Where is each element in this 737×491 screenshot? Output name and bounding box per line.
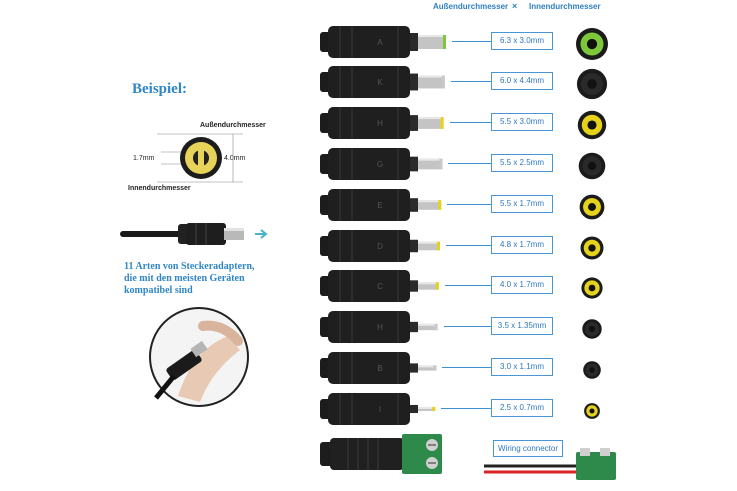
adapter-size-label: 4.8 x 1.7mm	[491, 236, 553, 254]
adapter-letter: C	[377, 282, 383, 291]
header-inner-label: Innendurchmesser	[529, 2, 601, 11]
description-line-1: 11 Arten von Steckeradaptern,	[124, 261, 255, 272]
adapter-plug-icon: K	[320, 66, 445, 98]
adapter-plug-icon: G	[320, 148, 443, 180]
adapter-row: G 5.5 x 2.5mm	[318, 146, 618, 182]
description-line-2: die mit den meisten Geräten	[124, 273, 245, 284]
adapter-end-view-icon	[582, 319, 602, 339]
adapter-row: E 5.5 x 1.7mm	[318, 187, 618, 223]
adapter-link-line	[444, 285, 494, 286]
adapter-link-line	[447, 204, 494, 205]
wiring-connector-adapter	[320, 434, 442, 474]
example-diameter-diagram	[157, 133, 243, 183]
adapter-link-line	[446, 245, 494, 246]
wiring-connector-wires	[484, 448, 616, 480]
adapter-row: H 5.5 x 3.0mm	[318, 105, 618, 141]
adapter-plug-icon: E	[320, 189, 442, 221]
adapter-end-view-icon	[576, 68, 608, 100]
adapter-size-label: 5.5 x 3.0mm	[491, 113, 553, 131]
adapter-link-line	[442, 367, 494, 368]
adapter-end-view-icon	[584, 403, 600, 419]
adapter-row: K 6.0 x 4.4mm	[318, 64, 618, 100]
adapter-letter: B	[377, 364, 382, 373]
adapter-row: D 4.8 x 1.7mm	[318, 228, 618, 264]
adapter-description: 11 Arten von Steckeradaptern, die mit de…	[124, 261, 294, 297]
adapter-plug-icon: H	[320, 107, 444, 139]
example-outer-label: Außendurchmesser	[200, 122, 266, 129]
header-outer-label: Außendurchmesser	[433, 2, 509, 11]
adapter-size-label: 6.3 x 3.0mm	[491, 32, 553, 50]
hand-holding-plug-image	[149, 307, 249, 407]
header-times-symbol: ×	[512, 1, 518, 11]
adapter-size-label: 6.0 x 4.4mm	[491, 72, 553, 90]
adapter-letter: H	[377, 119, 383, 128]
adapter-row: H 3.5 x 1.35mm	[318, 309, 618, 345]
adapter-size-label: 3.5 x 1.35mm	[491, 317, 553, 335]
adapter-letter: E	[377, 201, 382, 210]
adapter-size-label: 5.5 x 2.5mm	[491, 154, 553, 172]
adapter-link-line	[443, 326, 494, 327]
adapter-end-view-icon	[579, 194, 605, 220]
adapter-link-line	[448, 163, 494, 164]
adapter-size-label: 3.0 x 1.1mm	[491, 358, 553, 376]
adapter-letter: I	[379, 405, 381, 414]
adapter-size-label: 5.5 x 1.7mm	[491, 195, 553, 213]
example-cable-plug	[120, 223, 268, 245]
adapter-plug-icon: A	[320, 26, 446, 58]
adapter-end-view-icon	[581, 277, 603, 299]
adapter-link-line	[441, 408, 494, 409]
adapter-row: B 3.0 x 1.1mm	[318, 350, 618, 386]
adapter-end-view-icon	[576, 28, 608, 60]
adapter-letter: G	[377, 160, 383, 169]
adapter-letter: A	[377, 38, 383, 47]
adapter-link-line	[450, 81, 494, 82]
adapter-plug-icon: B	[320, 352, 437, 384]
description-line-3: kompatibel sind	[124, 285, 193, 296]
adapter-size-label: 2.5 x 0.7mm	[491, 399, 553, 417]
adapter-plug-icon: C	[320, 270, 439, 302]
adapter-end-view-icon	[583, 361, 601, 379]
adapter-link-line	[449, 122, 494, 123]
example-inner-label: Innendurchmesser	[128, 185, 191, 192]
adapter-letter: H	[377, 323, 383, 332]
adapter-row: I 2.5 x 0.7mm	[318, 391, 618, 427]
example-left-dimension: 1.7mm	[133, 155, 155, 162]
adapter-letter: D	[377, 242, 383, 251]
example-right-dimension: 4.0mm	[224, 155, 246, 162]
adapter-plug-icon: I	[320, 393, 436, 425]
adapter-plug-icon: H	[320, 311, 438, 343]
adapter-row: C 4.0 x 1.7mm	[318, 268, 618, 304]
adapter-link-line	[452, 41, 494, 42]
example-title: Beispiel:	[132, 81, 187, 97]
adapter-end-view-icon	[577, 110, 607, 140]
adapter-letter: K	[377, 78, 383, 87]
wiring-connector-label: Wiring connector	[493, 440, 563, 457]
adapter-row: A 6.3 x 3.0mm	[318, 24, 618, 60]
adapter-end-view-icon	[578, 152, 606, 180]
adapter-plug-icon: D	[320, 230, 440, 262]
adapter-end-view-icon	[580, 236, 604, 260]
adapter-size-label: 4.0 x 1.7mm	[491, 276, 553, 294]
